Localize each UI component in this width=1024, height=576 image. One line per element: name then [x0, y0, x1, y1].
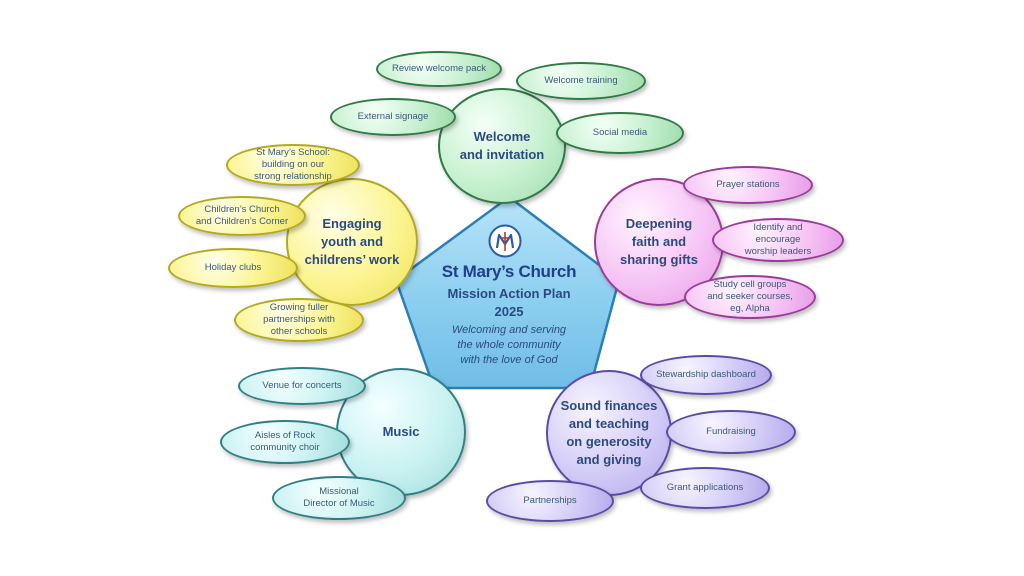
item-venue-for-concerts[interactable]: Venue for concerts [238, 367, 366, 405]
item-review-welcome-pack[interactable]: Review welcome pack [376, 51, 502, 87]
item-growing-partnerships[interactable]: Growing fuller partnerships with other s… [234, 298, 364, 342]
item-welcome-training[interactable]: Welcome training [516, 62, 646, 100]
item-missional-director[interactable]: Missional Director of Music [272, 476, 406, 520]
plan-subtitle: Mission Action Plan 2025 [447, 286, 571, 320]
item-external-signage[interactable]: External signage [330, 98, 456, 136]
st-marys-logo-icon [488, 224, 522, 258]
item-stewardship-dashboard[interactable]: Stewardship dashboard [640, 355, 772, 395]
item-holiday-clubs[interactable]: Holiday clubs [168, 248, 298, 288]
item-grant-applications[interactable]: Grant applications [640, 467, 770, 509]
item-st-marys-school[interactable]: St Mary’s School: building on our strong… [226, 144, 360, 186]
mission-tagline: Welcoming and serving the whole communit… [451, 324, 567, 367]
theme-music[interactable]: Music [336, 368, 466, 496]
theme-youth[interactable]: Engaging youth and childrens’ work [286, 178, 418, 306]
item-aisles-of-rock[interactable]: Aisles of Rock community choir [220, 420, 350, 464]
item-fundraising[interactable]: Fundraising [666, 410, 796, 454]
item-partnerships[interactable]: Partnerships [486, 480, 614, 522]
center-text: St Mary’s Church Mission Action Plan 202… [395, 262, 623, 368]
item-prayer-stations[interactable]: Prayer stations [683, 166, 813, 204]
church-title: St Mary’s Church [441, 262, 577, 281]
item-social-media[interactable]: Social media [556, 112, 684, 154]
item-study-groups[interactable]: Study cell groups and seeker courses, eg… [684, 275, 816, 319]
item-worship-leaders[interactable]: Identify and encourage worship leaders [712, 218, 844, 262]
theme-welcome[interactable]: Welcome and invitation [438, 88, 566, 204]
item-childrens-church[interactable]: Children’s Church and Children’s Corner [178, 196, 306, 236]
